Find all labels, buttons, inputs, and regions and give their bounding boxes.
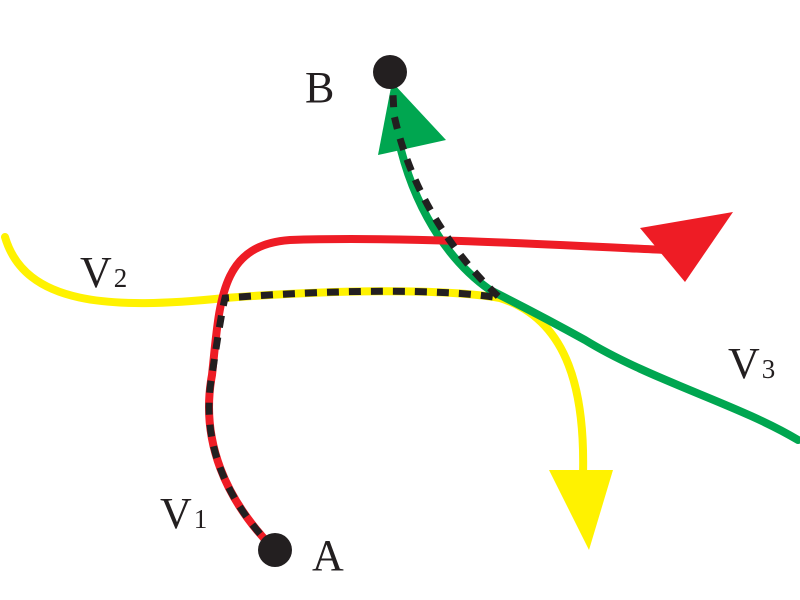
point-b (373, 55, 407, 89)
path-v2-symbol: V (80, 248, 112, 297)
path-v2-line (1, 233, 588, 479)
path-v2-index: 2 (114, 263, 128, 293)
path-v1-label: V1 (160, 489, 207, 538)
path-v2-arrowhead (549, 470, 613, 550)
path-v2-label: V2 (80, 248, 127, 297)
point-b-label: B (305, 63, 334, 112)
point-a (258, 533, 292, 567)
path-v1-symbol: V (160, 489, 192, 538)
path-v1 (205, 212, 733, 554)
path-v1-line (205, 235, 669, 554)
path-v3-label: V3 (728, 339, 775, 388)
path-v1-arrowhead (640, 212, 733, 282)
route-a-to-b (205, 72, 511, 553)
path-v1-index: 1 (194, 504, 208, 534)
point-a-label: A (312, 531, 344, 580)
path-v3-line (390, 111, 800, 444)
path-v3-index: 3 (762, 354, 776, 384)
path-v2 (1, 233, 613, 550)
path-v3-symbol: V (728, 339, 760, 388)
path-v3-arrowhead (378, 82, 446, 155)
